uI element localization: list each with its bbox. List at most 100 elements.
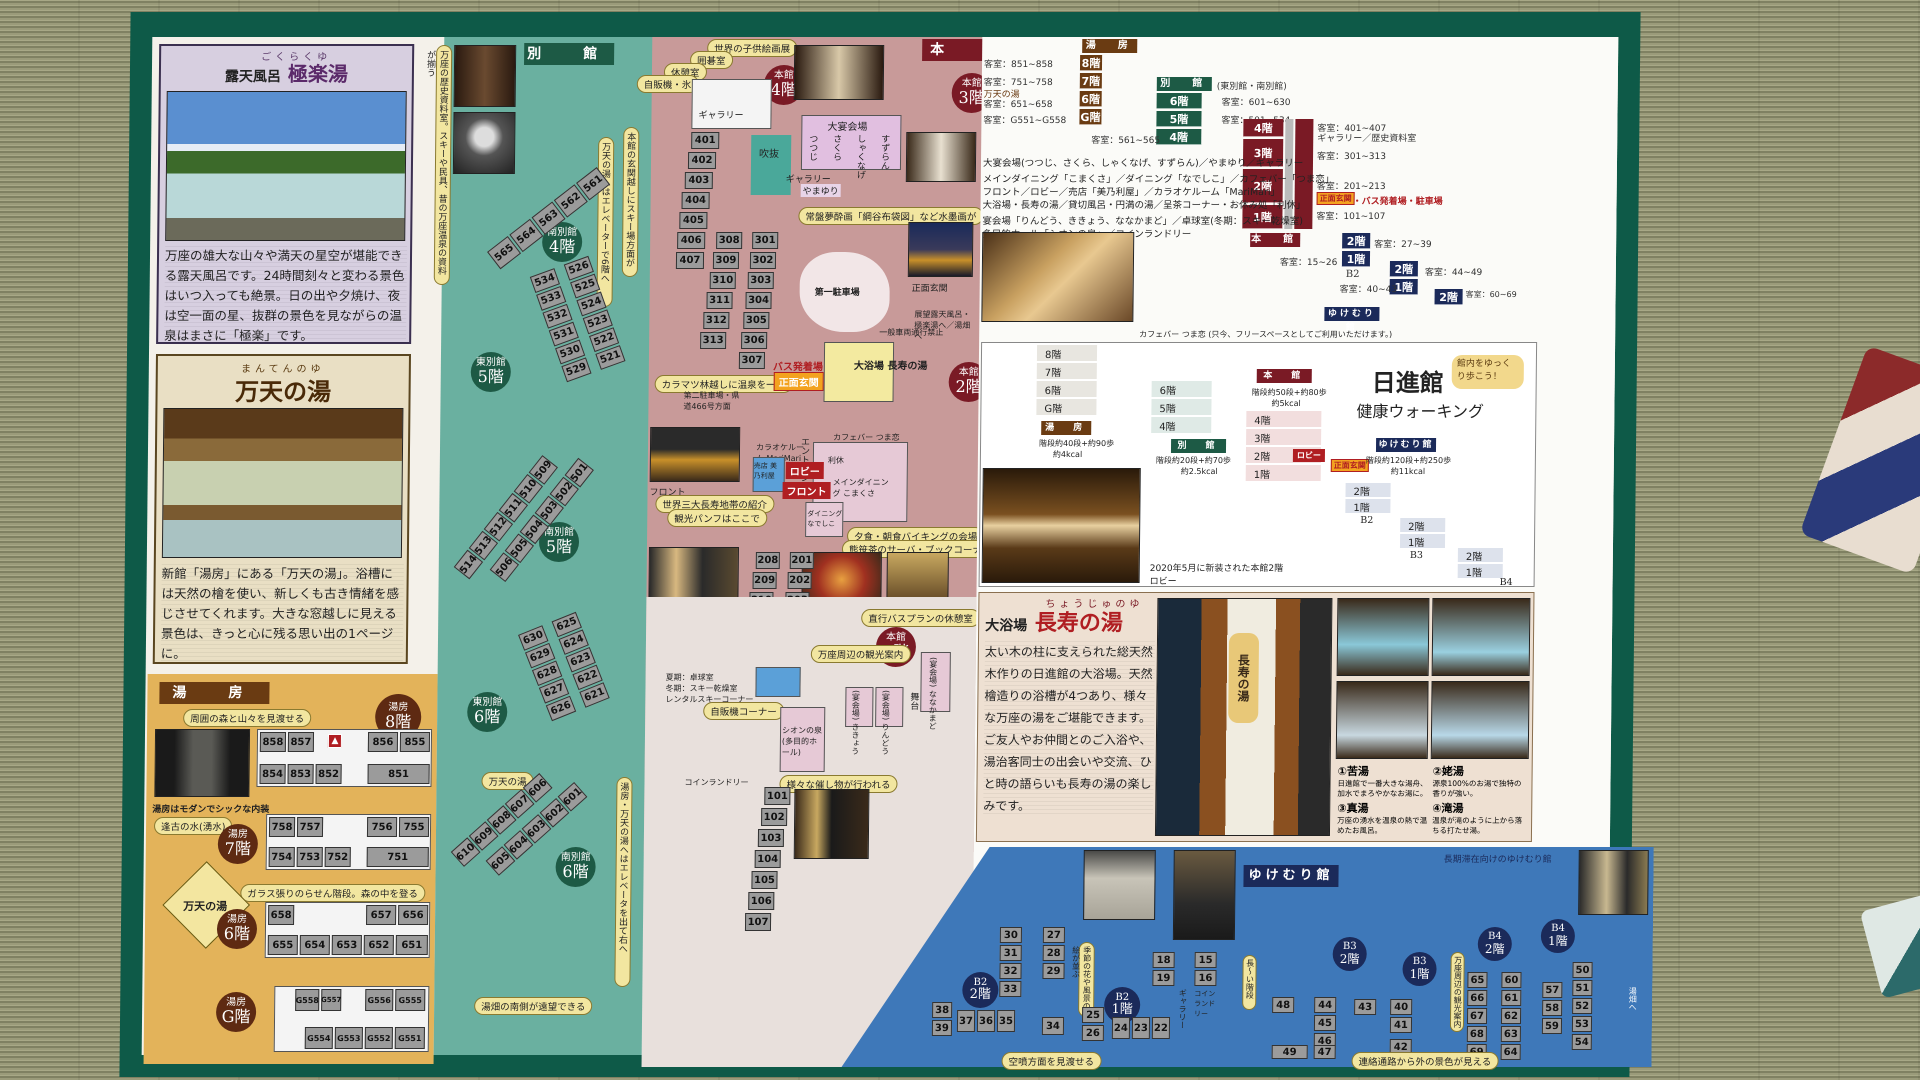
room[interactable]: 303 <box>747 272 774 289</box>
room[interactable]: 102 <box>761 808 788 826</box>
room[interactable]: 105 <box>751 871 778 889</box>
lobby-tag[interactable]: ロビー <box>785 462 824 479</box>
room[interactable]: 313 <box>700 332 727 349</box>
room[interactable]: 29 <box>1042 963 1065 979</box>
room[interactable]: 38 <box>932 1002 953 1018</box>
room[interactable]: G557 <box>321 989 341 1011</box>
room[interactable]: 309 <box>712 252 740 269</box>
room[interactable]: 209 <box>752 572 777 589</box>
room[interactable]: 857 <box>287 732 315 752</box>
room[interactable]: 18 <box>1152 952 1175 968</box>
room[interactable]: 30 <box>999 927 1022 943</box>
room[interactable]: 308 <box>716 232 743 249</box>
choju-bath-plan[interactable] <box>823 342 895 402</box>
room[interactable]: 657 <box>366 905 397 925</box>
room[interactable]: 208 <box>755 552 780 569</box>
room[interactable]: 858 <box>259 732 287 752</box>
room[interactable]: 106 <box>748 892 775 910</box>
room[interactable]: 310 <box>709 272 736 289</box>
room[interactable]: 50 <box>1572 962 1593 978</box>
banquet-hall[interactable]: 大宴会場 つつじ さくら しゃくなげ すずらん <box>800 115 902 179</box>
room[interactable]: 757 <box>296 817 324 837</box>
room[interactable]: 754 <box>268 847 295 867</box>
room[interactable]: 45 <box>1313 1015 1337 1031</box>
room[interactable]: 658 <box>268 905 295 925</box>
room[interactable]: 16 <box>1194 970 1217 986</box>
room[interactable]: 36 <box>976 1010 996 1032</box>
room[interactable]: 47 <box>1313 1045 1336 1059</box>
room[interactable]: 655 <box>267 935 298 955</box>
room[interactable]: 302 <box>749 252 777 269</box>
room[interactable]: 753 <box>296 847 323 867</box>
room[interactable]: 854 <box>259 764 286 784</box>
room[interactable]: 855 <box>399 732 431 752</box>
room[interactable]: 755 <box>398 817 430 837</box>
room[interactable]: 307 <box>738 352 766 369</box>
room[interactable]: 756 <box>366 817 398 837</box>
room[interactable]: 22 <box>1151 1017 1171 1039</box>
room[interactable]: 39 <box>931 1020 953 1036</box>
room[interactable]: 401 <box>691 132 720 149</box>
room[interactable]: 58 <box>1542 1000 1563 1016</box>
room[interactable]: 44 <box>1314 997 1337 1013</box>
room[interactable]: 312 <box>703 312 730 329</box>
room[interactable]: 49 <box>1271 1045 1308 1059</box>
room[interactable]: 652 <box>363 935 394 955</box>
room[interactable]: 104 <box>754 850 781 868</box>
room[interactable]: 107 <box>744 913 772 931</box>
room[interactable]: G558 <box>295 989 320 1011</box>
room[interactable]: G552 <box>364 1027 393 1049</box>
room[interactable]: 26 <box>1081 1025 1104 1041</box>
room[interactable]: 68 <box>1466 1026 1487 1042</box>
room[interactable]: 25 <box>1081 1007 1105 1023</box>
room[interactable]: 65 <box>1467 972 1488 988</box>
room[interactable]: 202 <box>787 572 812 589</box>
room[interactable]: 62 <box>1500 1008 1522 1024</box>
room[interactable]: 19 <box>1152 970 1175 986</box>
room[interactable]: 304 <box>745 292 772 309</box>
room[interactable]: 853 <box>287 764 314 784</box>
room[interactable]: 651 <box>395 935 428 955</box>
room[interactable]: 33 <box>999 981 1022 997</box>
main-entrance-tag[interactable]: 正面玄関 <box>773 372 824 391</box>
room[interactable]: 103 <box>757 829 785 847</box>
room[interactable]: 64 <box>1500 1044 1521 1060</box>
room[interactable]: 201 <box>789 552 814 569</box>
room[interactable]: 653 <box>331 935 362 955</box>
room[interactable]: 654 <box>299 935 330 955</box>
room[interactable]: 60 <box>1501 972 1522 988</box>
room[interactable]: 404 <box>681 192 710 209</box>
room[interactable]: 35 <box>996 1010 1016 1032</box>
room[interactable]: 54 <box>1571 1034 1592 1050</box>
room[interactable]: 34 <box>1041 1017 1065 1035</box>
room[interactable]: G554 <box>304 1027 333 1049</box>
room[interactable]: 57 <box>1542 982 1563 998</box>
room[interactable]: 66 <box>1467 990 1488 1006</box>
room[interactable]: 59 <box>1541 1018 1563 1034</box>
room[interactable]: 24 <box>1111 1017 1131 1039</box>
room[interactable]: 405 <box>679 212 708 229</box>
room[interactable]: 752 <box>324 847 351 867</box>
room[interactable]: 402 <box>687 152 717 169</box>
front-tag[interactable]: フロント <box>782 482 831 499</box>
room[interactable]: G555 <box>395 989 426 1011</box>
room[interactable]: 758 <box>268 817 296 837</box>
room[interactable]: 406 <box>677 232 706 249</box>
room[interactable]: 61 <box>1501 990 1522 1006</box>
room[interactable]: 656 <box>398 905 429 925</box>
room[interactable]: 67 <box>1466 1008 1488 1024</box>
room[interactable]: 306 <box>741 332 768 349</box>
room[interactable]: G556 <box>365 989 394 1011</box>
room[interactable]: 31 <box>999 945 1022 961</box>
room[interactable]: 751 <box>366 847 429 867</box>
room[interactable]: 403 <box>684 172 713 189</box>
room[interactable]: 27 <box>1042 927 1065 943</box>
room[interactable]: 101 <box>764 787 791 805</box>
room[interactable]: 301 <box>752 232 779 249</box>
billiards-room[interactable] <box>755 667 801 697</box>
room[interactable]: 851 <box>367 764 430 784</box>
room[interactable]: 407 <box>675 252 705 269</box>
room[interactable]: 37 <box>956 1010 976 1032</box>
room[interactable]: 51 <box>1572 980 1593 996</box>
room[interactable]: 852 <box>315 764 342 784</box>
